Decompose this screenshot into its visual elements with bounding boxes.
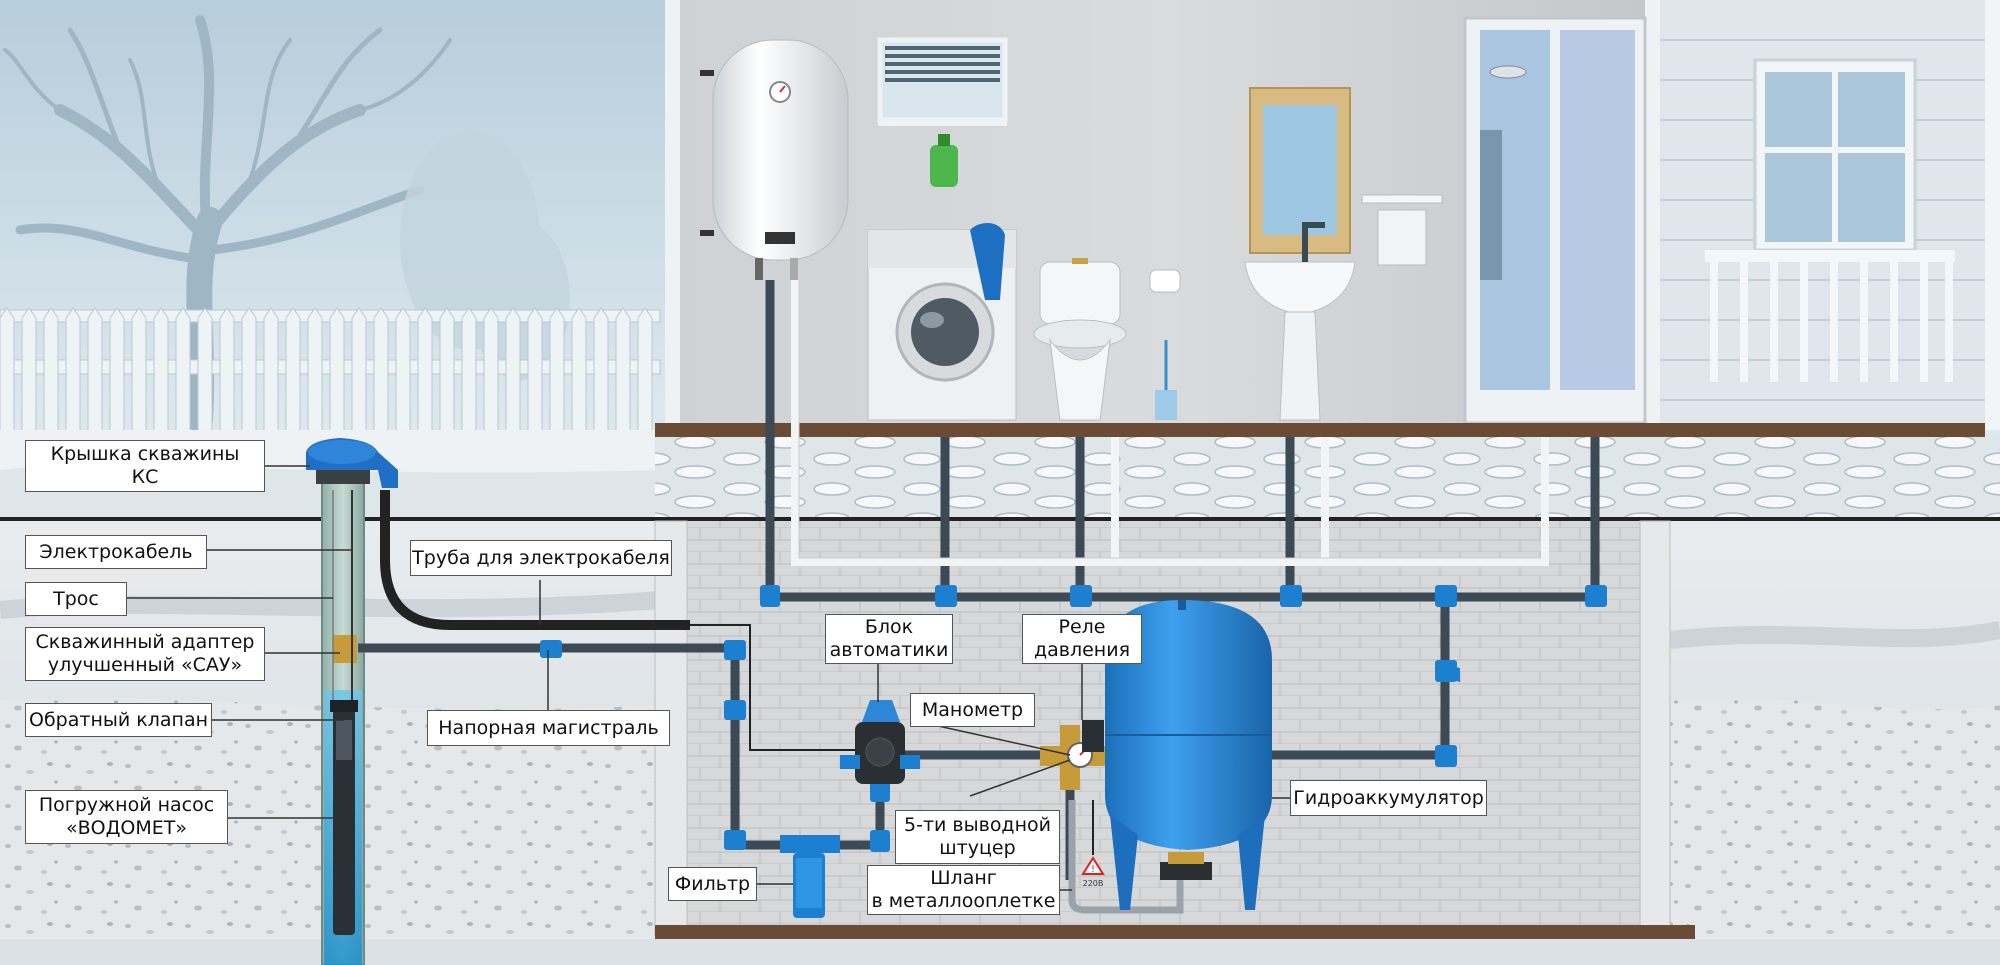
fence-picket [439, 307, 455, 441]
fence-picket [109, 307, 125, 441]
label-five-way-fitting-line1: 5-ти выводной [904, 814, 1051, 836]
fence-picket [175, 307, 191, 441]
metal-hose [1068, 800, 1184, 914]
cable-pipe [380, 490, 690, 630]
label-hose-line1: Шланг [930, 867, 997, 889]
label-hose: Шланг в металлооплетке [867, 865, 1060, 915]
water-heater-icon [700, 39, 849, 280]
label-pressure-main: Напорная магистраль [427, 710, 670, 746]
floor-slab [655, 423, 1985, 437]
label-automation-block: Блок автоматики [825, 614, 953, 664]
fence-picket [395, 307, 411, 441]
fence-picket [351, 307, 367, 441]
label-manometer: Манометр [910, 693, 1035, 727]
detergent-bottle-icon [930, 145, 958, 187]
label-pressure-relay: Реле давления [1022, 614, 1142, 664]
fence-picket [637, 307, 653, 441]
fence-picket [571, 307, 587, 441]
fence-picket [131, 307, 147, 441]
well-adapter-icon [333, 635, 357, 663]
label-cable-pipe: Труба для электрокабеля [410, 540, 672, 576]
label-submersible-pump: Погружной насос «ВОДОМЕТ» [25, 790, 228, 844]
label-check-valve-text: Обратный клапан [29, 708, 209, 731]
well-cap-icon [306, 438, 398, 488]
fence-picket [153, 307, 169, 441]
pump-icon [330, 700, 358, 935]
label-manometer-text: Манометр [921, 698, 1024, 721]
warning-voltage-text: 220В [1083, 879, 1104, 888]
label-check-valve: Обратный клапан [25, 703, 212, 737]
label-cable: Трос [25, 582, 127, 616]
fence-picket [43, 307, 59, 441]
label-five-way-fitting-line2: штуцер [939, 837, 1016, 859]
fence-icon [0, 307, 661, 441]
fence-picket [461, 307, 477, 441]
label-pressure-relay-line2: давления [1033, 639, 1130, 661]
basement-floor [655, 925, 1695, 939]
shower-icon [1463, 16, 1647, 425]
label-submersible-pump-line2: «ВОДОМЕТ» [65, 817, 188, 839]
label-cable-pipe-text: Труба для электрокабеля [412, 546, 670, 569]
label-filter-text: Фильтр [674, 872, 751, 895]
automation-block-icon [840, 700, 920, 784]
label-well-adapter-line2: улучшенный «САУ» [47, 654, 243, 676]
label-pressure-main-text: Напорная магистраль [438, 716, 659, 739]
label-well-cap-line2: КС [131, 466, 159, 488]
pipe-couplings [540, 585, 1607, 852]
fence-picket [615, 307, 631, 441]
toilet-icon [1033, 258, 1127, 421]
fence-picket [373, 307, 389, 441]
fence-picket [549, 307, 565, 441]
sink-icon [1244, 222, 1356, 421]
washing-machine-icon [867, 134, 1017, 421]
svg-text:!: ! [1091, 864, 1095, 875]
fence-picket [483, 307, 499, 441]
fence-picket [527, 307, 543, 441]
label-cable-text: Трос [53, 587, 99, 610]
label-submersible-pump-line1: Погружной насос [38, 794, 215, 816]
label-electric-cable: Электрокабель [25, 535, 207, 569]
mirror-icon [1249, 87, 1351, 254]
warning-icon: ! 220В [1081, 856, 1105, 888]
filter-icon [780, 835, 840, 918]
fence-picket [241, 307, 257, 441]
label-five-way-fitting: 5-ти выводной штуцер [895, 810, 1060, 864]
fence-picket [219, 307, 235, 441]
fence-picket [505, 307, 521, 441]
fence-picket [21, 307, 37, 441]
tank-icon [1105, 600, 1272, 910]
label-well-adapter-line1: Скважинный адаптер [35, 631, 255, 653]
pressure-relay-icon [1082, 720, 1104, 752]
hot-water-pipes [791, 280, 1549, 566]
fence-picket [593, 307, 609, 441]
fence-picket [417, 307, 433, 441]
label-accumulator: Гидроаккумулятор [1290, 780, 1487, 816]
window-icon [877, 37, 1008, 126]
label-automation-block-line1: Блок [864, 616, 914, 638]
label-well-cap: Крышка скважины КС [25, 440, 265, 492]
label-filter: Фильтр [668, 867, 757, 901]
label-accumulator-text: Гидроаккумулятор [1293, 786, 1484, 809]
fence-picket [65, 307, 81, 441]
fence-picket [0, 307, 15, 441]
fence-picket [263, 307, 279, 441]
label-hose-line2: в металлооплетке [871, 890, 1056, 912]
label-well-cap-line1: Крышка скважины [50, 443, 240, 465]
label-pressure-relay-line1: Реле [1058, 616, 1106, 638]
label-automation-block-line2: автоматики [829, 639, 949, 661]
label-well-adapter: Скважинный адаптер улучшенный «САУ» [25, 627, 265, 681]
fence-picket [285, 307, 301, 441]
fence-picket [87, 307, 103, 441]
fence-picket [307, 307, 323, 441]
label-electric-cable-text: Электрокабель [39, 540, 193, 563]
fence-picket [197, 307, 213, 441]
fence-picket [329, 307, 345, 441]
